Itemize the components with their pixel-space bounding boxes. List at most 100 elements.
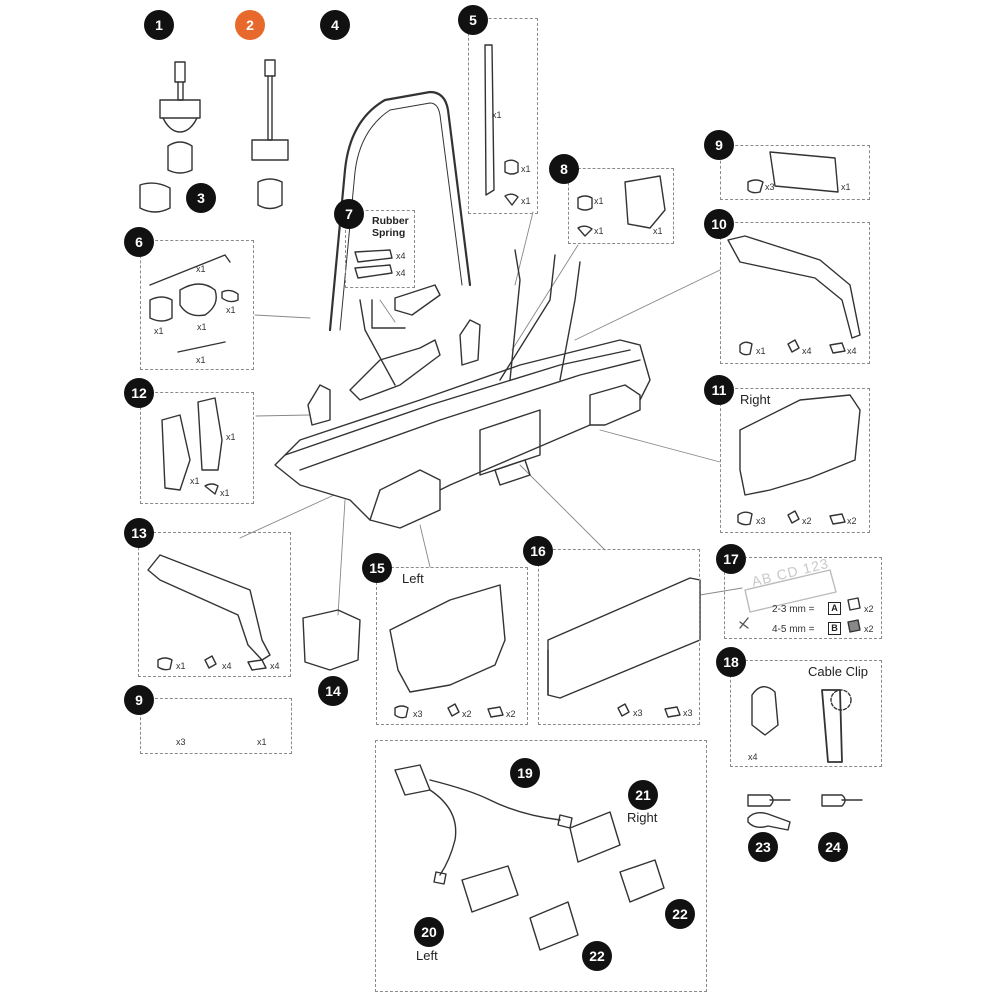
group-box-10 [720,222,870,364]
group-box-16 [538,549,700,725]
group-box-6 [140,240,254,370]
qty: x3 [176,737,186,747]
label-rubber-spring: Rubber Spring [372,215,409,239]
callout-6: 6 [124,227,154,257]
qty: x2 [847,516,857,526]
qty: x1 [176,661,186,671]
callout-11: 11 [704,375,734,405]
group-box-5 [468,18,538,214]
callout-15: 15 [362,553,392,583]
qty: x4 [396,268,406,278]
callout-12: 12 [124,378,154,408]
label-left-15: Left [402,571,424,586]
label-left-20: Left [416,948,438,963]
qty: x1 [594,226,604,236]
callout-20: 20 [414,917,444,947]
qty: x1 [257,737,267,747]
callout-19: 19 [510,758,540,788]
qty: x3 [756,516,766,526]
callout-18: 18 [716,647,746,677]
tools-6 [149,254,239,353]
group-box-9b [140,698,292,754]
knob-3 [139,182,171,213]
callout-16: 16 [523,536,553,566]
callout-2: 2 [235,10,265,40]
qty: x1 [220,488,230,498]
qty: x1 [492,110,502,120]
callout-3: 3 [186,183,216,213]
plate-17 [739,569,861,633]
qty: x1 [756,346,766,356]
label-cable-clip: Cable Clip [808,664,868,679]
arch-frame [328,90,581,386]
key-24 [821,794,863,807]
qty: x1 [841,182,851,192]
panel-16 [547,577,701,718]
label-size-b: 4-5 mm = [772,624,815,635]
qty: x3 [633,708,643,718]
group-box-9a [720,145,870,200]
lamp-21 [569,811,621,863]
qty: x1 [196,355,206,365]
qty: x1 [521,196,531,206]
callout-1: 1 [144,10,174,40]
lamp-20 [461,865,519,913]
qty: x4 [847,346,857,356]
arm-2 [251,59,289,210]
brackets-12 [161,397,223,495]
group-box-19-22 [375,740,707,992]
group-box-7 [345,210,415,288]
qty: x1 [594,196,604,206]
callout-22a: 22 [665,899,695,929]
qty: x3 [413,709,423,719]
qty: x4 [748,752,758,762]
group-box-17 [724,557,882,639]
wiring-19 [394,764,573,885]
clip-18 [751,686,852,763]
qty: x2 [864,604,874,614]
callout-8: 8 [549,154,579,184]
qty: x1 [154,326,164,336]
group-box-18 [730,660,882,767]
qty: x4 [270,661,280,671]
qty: x2 [462,709,472,719]
qty: x4 [222,661,232,671]
group-box-11 [720,388,870,533]
qty: x1 [653,226,663,236]
qty: x3 [765,182,775,192]
rail-10 [727,235,861,356]
callout-9a: 9 [704,130,734,160]
springs-7 [354,249,441,329]
qty: x4 [396,251,406,261]
qty: x2 [864,624,874,634]
key-23 [747,794,791,831]
group-box-8 [568,168,674,244]
label-size-a: 2-3 mm = [772,604,815,615]
callout-7: 7 [334,199,364,229]
qty: x4 [802,346,812,356]
callout-17: 17 [716,544,746,574]
qty: x1 [226,432,236,442]
callout-23: 23 [748,832,778,862]
callout-24: 24 [818,832,848,862]
cover-left-15 [389,584,506,719]
qty: x1 [190,476,200,486]
callout-10: 10 [704,209,734,239]
tag-a: A [828,602,841,615]
callout-21: 21 [628,780,658,810]
group-box-12 [140,392,254,504]
qty: x3 [683,708,693,718]
qty: x1 [521,164,531,174]
cover-right-11 [737,394,861,526]
qty: x2 [802,516,812,526]
label-right-11: Right [740,392,771,407]
tag-b: B [828,622,841,635]
callout-22b: 22 [582,941,612,971]
carrier-body [274,319,651,529]
callout-9b: 9 [124,685,154,715]
rail-13 [147,554,271,671]
arm-1 [159,61,201,174]
bracket-8 [577,175,666,237]
box-14 [302,609,361,671]
